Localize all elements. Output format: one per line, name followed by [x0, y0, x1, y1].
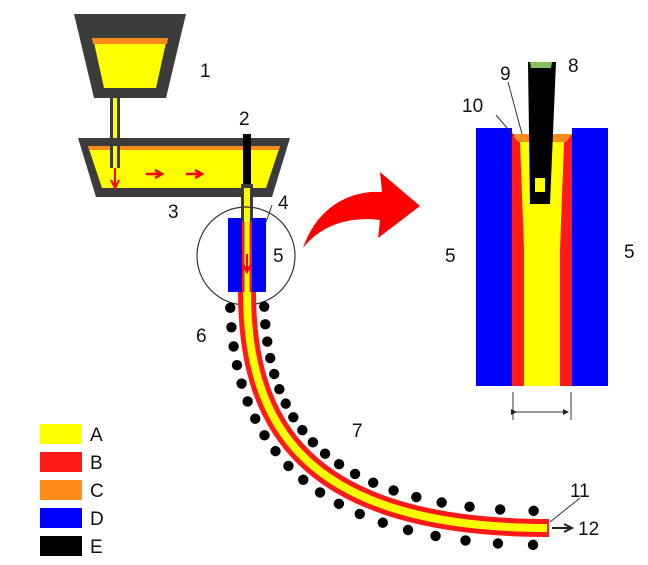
support-roll: [283, 460, 294, 472]
support-roll: [269, 368, 280, 380]
support-roll: [319, 448, 331, 459]
callout-5-right: 5: [624, 242, 635, 263]
support-roll: [377, 517, 388, 528]
callout-8: 8: [568, 56, 579, 77]
support-roll: [411, 491, 422, 503]
support-roll: [231, 359, 243, 371]
callout-6: 6: [196, 326, 207, 347]
legend-label-e: E: [90, 537, 103, 558]
callout-12: 12: [578, 519, 599, 540]
support-roll: [259, 430, 270, 441]
leader-11: [549, 497, 581, 523]
support-roll: [274, 383, 285, 395]
support-roll: [297, 425, 308, 436]
support-roll: [464, 501, 475, 512]
legend-item-e: E: [40, 536, 103, 558]
support-roll: [307, 437, 319, 448]
callout-10: 10: [462, 96, 483, 117]
zoom-arrow: [303, 172, 420, 248]
support-roll: [226, 322, 237, 333]
support-roll: [430, 530, 441, 542]
ladle-stream-arrow: [110, 168, 120, 191]
support-roll: [280, 398, 291, 409]
support-roll: [492, 538, 504, 549]
legend-swatch-d: [40, 508, 82, 528]
callout-4: 4: [278, 193, 289, 214]
support-roll: [242, 396, 253, 407]
legend-item-c: C: [40, 480, 104, 502]
flow-arrow-1: [146, 168, 165, 180]
flow-arrow-2: [186, 168, 205, 180]
strand-core: [243, 291, 549, 532]
support-roll: [225, 302, 236, 314]
support-roll: [265, 352, 276, 364]
callout-2: 2: [239, 109, 250, 130]
callout-5-main: 5: [273, 246, 284, 267]
mold-flow-arrow: [242, 254, 252, 275]
support-roll: [402, 524, 414, 536]
ladle: [74, 14, 186, 98]
strand-exit-arrow: [552, 523, 575, 533]
legend-label-b: B: [90, 453, 103, 474]
support-roll: [228, 341, 239, 352]
legend: A B C D E: [40, 424, 104, 558]
support-roll: [288, 412, 299, 423]
legend-item-a: A: [40, 424, 103, 446]
support-roll: [460, 535, 471, 546]
stopper-rod-detail: [528, 62, 556, 204]
support-rolls: [225, 301, 539, 551]
support-roll: [436, 497, 447, 508]
legend-swatch-e: [40, 536, 82, 556]
callout-5-left: 5: [445, 246, 456, 267]
leader-10: [495, 114, 515, 137]
support-roll: [298, 474, 309, 485]
support-roll: [262, 336, 273, 347]
callout-7: 7: [352, 421, 363, 442]
support-roll: [354, 508, 365, 520]
support-roll: [260, 319, 271, 330]
legend-label-d: D: [90, 509, 104, 530]
support-roll: [349, 468, 361, 480]
leader-9: [507, 81, 523, 135]
ladle-shroud-lower-core: [113, 146, 117, 168]
callout-11: 11: [570, 481, 590, 502]
stopper-rod: [243, 134, 251, 184]
tundish: [78, 138, 290, 197]
callout-9: 9: [500, 64, 511, 85]
support-roll: [236, 378, 247, 389]
support-roll: [367, 477, 379, 488]
support-roll: [270, 445, 281, 457]
legend-label-c: C: [90, 481, 104, 502]
support-roll: [250, 413, 261, 424]
callout-1: 1: [200, 61, 211, 82]
support-roll: [528, 505, 539, 517]
legend-label-a: A: [90, 425, 103, 446]
width-dimension: [511, 392, 572, 420]
support-roll: [314, 487, 326, 498]
leader-4: [265, 204, 273, 223]
legend-item-b: B: [40, 452, 103, 474]
support-roll: [333, 498, 345, 509]
support-roll: [388, 485, 399, 496]
legend-swatch-c: [40, 480, 82, 500]
legend-swatch-a: [40, 424, 82, 444]
support-roll: [259, 301, 270, 312]
support-roll: [527, 539, 539, 551]
legend-item-d: D: [40, 508, 104, 530]
legend-swatch-b: [40, 452, 82, 472]
callout-3: 3: [168, 202, 179, 223]
support-roll: [495, 504, 506, 515]
support-roll: [333, 459, 345, 470]
